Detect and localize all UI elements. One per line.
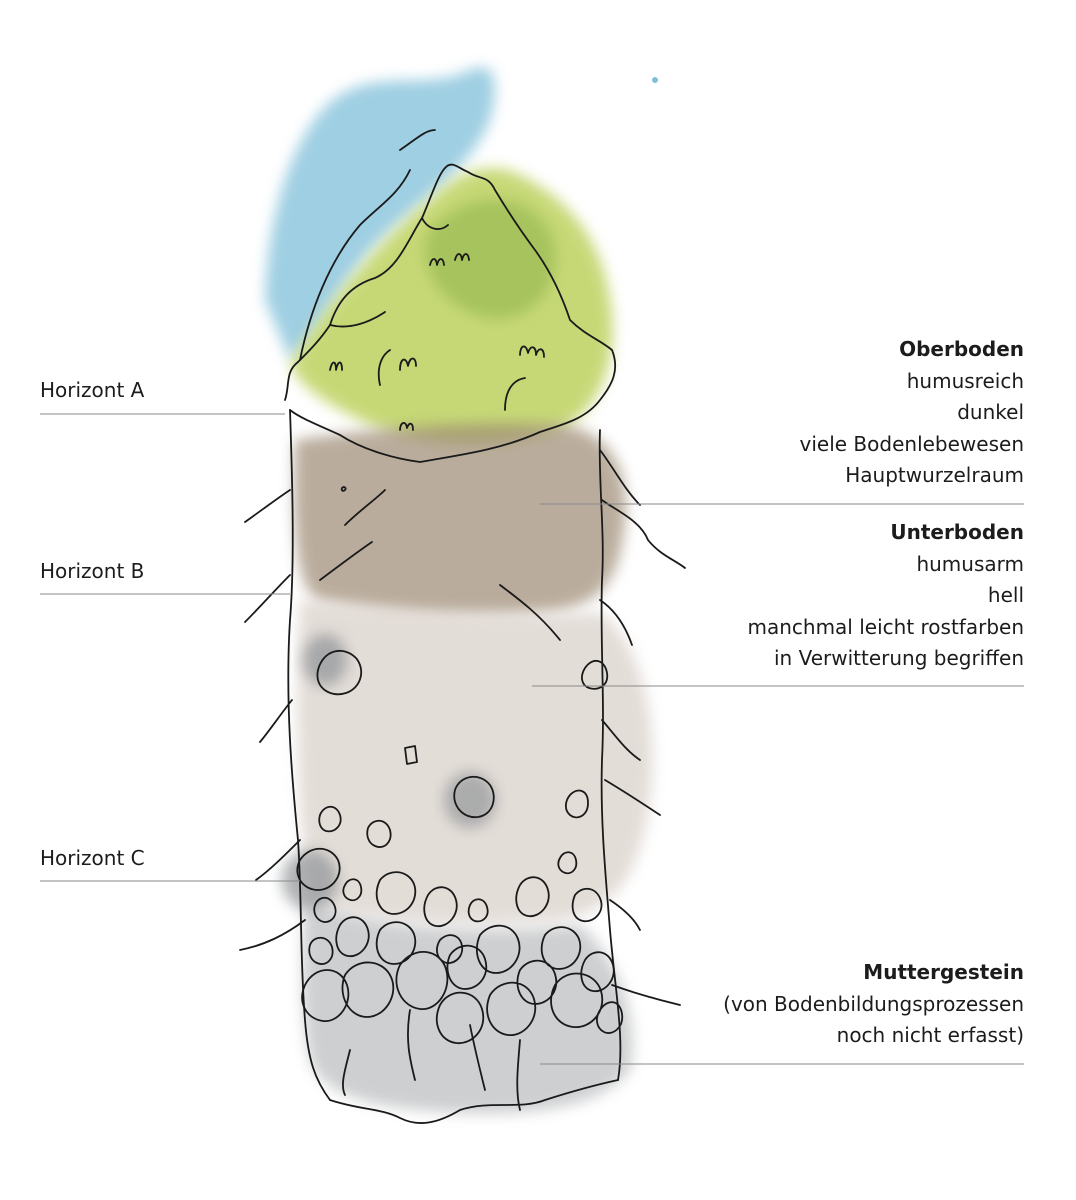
topsoil-wash [294, 423, 626, 615]
column-bottom [329, 1079, 619, 1124]
horizont-a-label: Horizont A [40, 378, 145, 402]
muttergestein-title: Muttergestein [863, 960, 1024, 984]
oberboden-line-4: Hauptwurzelraum [845, 463, 1024, 487]
unterboden-line-3: manchmal leicht rostfarben [747, 614, 1024, 639]
muttergestein-line-1: (von Bodenbildungsprozessen [723, 991, 1024, 1016]
stone-shadow [444, 772, 496, 828]
root-top [299, 129, 436, 361]
stone-wash [302, 900, 633, 1114]
roots [239, 449, 686, 1111]
paint-speck [652, 77, 658, 83]
ink-drawing [239, 129, 686, 1124]
unterboden-description: Unterboden humusarm hell manchmal leicht… [747, 517, 1024, 675]
grass-blades [329, 253, 545, 431]
column-right-edge [598, 429, 622, 1081]
pebble-dots [340, 486, 347, 492]
grass-inner-edge [329, 217, 449, 328]
horizont-b-label: Horizont B [40, 559, 145, 583]
unterboden-title: Unterboden [890, 520, 1024, 544]
oberboden-title: Oberboden [899, 337, 1024, 361]
horizont-c-label: Horizont C [40, 846, 145, 870]
oberboden-line-3: viele Bodenlebewesen [799, 431, 1024, 456]
stone-shadow [303, 634, 347, 686]
oberboden-line-2: dunkel [957, 400, 1024, 424]
unterboden-line-2: hell [987, 583, 1024, 607]
stone-outlines [296, 649, 624, 1044]
column-left-edge [287, 409, 331, 1101]
leader-lines [40, 413, 1024, 1065]
unterboden-line-1: humusarm [916, 551, 1024, 576]
stone-shadow [282, 850, 338, 910]
muttergestein-line-2: noch nicht erfasst) [836, 1023, 1024, 1047]
watercolor-washes [265, 67, 658, 1114]
grass-wash-dark [425, 199, 557, 319]
subsoil-wash [297, 600, 653, 924]
muttergestein-description: Muttergestein (von Bodenbildungsprozesse… [723, 957, 1024, 1052]
unterboden-line-4: in Verwitterung begriffen [773, 646, 1024, 670]
grass-tuft-outline [284, 163, 617, 463]
oberboden-description: Oberboden humusreich dunkel viele Bodenl… [800, 334, 1024, 492]
oberboden-line-1: humusreich [906, 368, 1024, 393]
